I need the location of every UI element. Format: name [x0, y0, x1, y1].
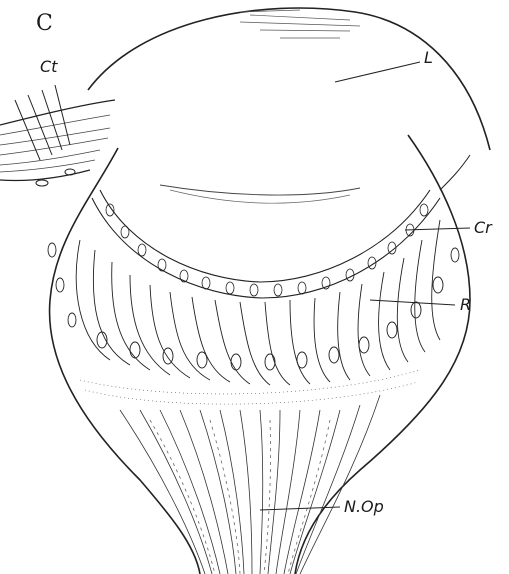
connective-tissue [0, 85, 115, 186]
label-lens: L [424, 48, 433, 67]
label-cr: Cr [474, 218, 493, 237]
optic-nerve-fibers [120, 395, 380, 574]
label-optic-nerve: N.Op [344, 497, 384, 516]
label-retina: R [460, 295, 471, 314]
retina-cells [48, 220, 459, 404]
eye-cup-outline [50, 135, 470, 574]
label-leaders [260, 62, 470, 510]
panel-letter: C [36, 11, 53, 36]
cuticle-cell-layer [92, 190, 440, 298]
label-ct: Ct [40, 57, 58, 76]
lens [88, 8, 490, 203]
